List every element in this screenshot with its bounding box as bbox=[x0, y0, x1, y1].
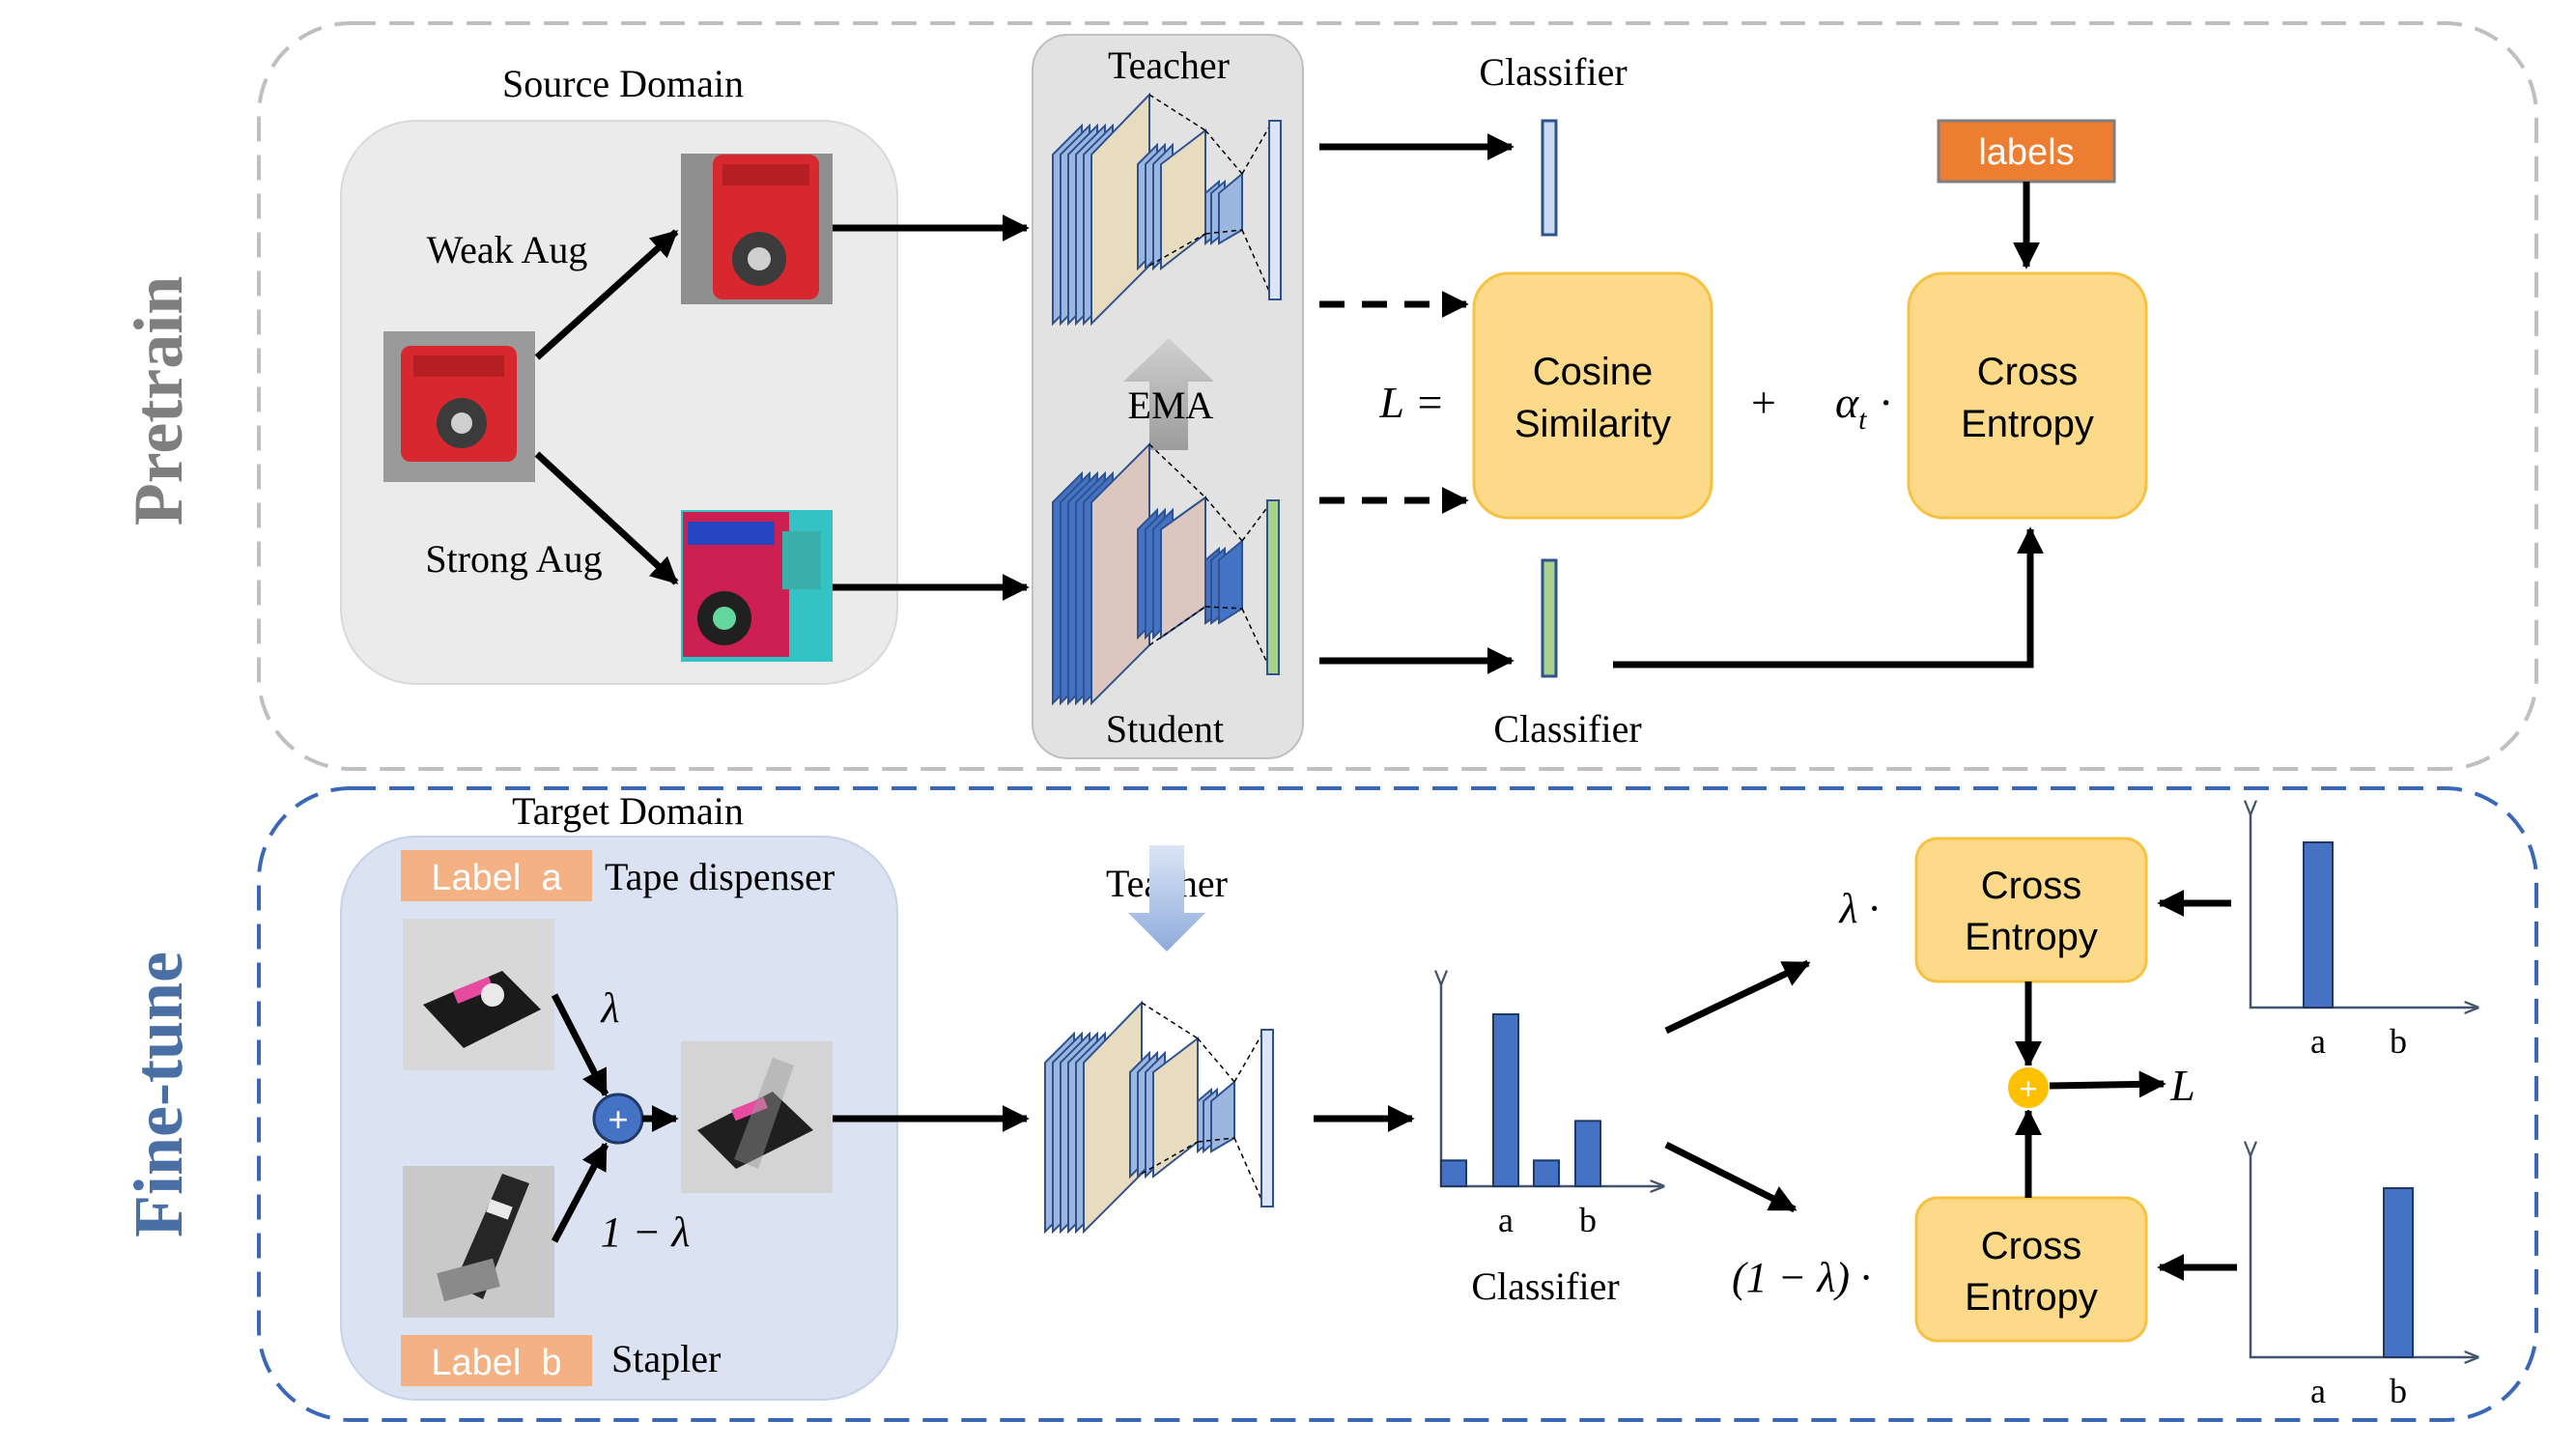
ema-arrow bbox=[1123, 338, 1214, 450]
target-domain-title: Target Domain bbox=[512, 789, 744, 833]
arrow-tape-to-mix bbox=[551, 993, 609, 1097]
stapler-image bbox=[403, 1166, 554, 1318]
finetune-ce-bottom-box bbox=[1914, 1196, 2148, 1343]
pretrain-section-label: Pretrain bbox=[120, 276, 197, 526]
mixed-image bbox=[681, 1041, 833, 1193]
label-b-hist-tick-label: b bbox=[2390, 1372, 2407, 1410]
label-a-name: Tape dispenser bbox=[605, 855, 835, 898]
finetune-section-label: Fine-tune bbox=[120, 952, 197, 1237]
teacher-init-arrow bbox=[1128, 845, 1205, 952]
arrow-student-classifier-to-ce bbox=[1613, 526, 2044, 668]
finetune-classifier-label: Classifier bbox=[1471, 1264, 1619, 1308]
label-a-tag bbox=[401, 850, 592, 901]
arrow-to-one-minus-lambda-branch bbox=[1664, 1141, 1798, 1213]
finetune-frame bbox=[257, 786, 2538, 1422]
student-classifier-vector bbox=[1541, 558, 1558, 678]
arrow-orig-to-weak bbox=[534, 229, 679, 360]
lambda-label: λ bbox=[599, 984, 619, 1032]
teacher-classifier-vector bbox=[1541, 119, 1558, 237]
teacher-title: Teacher bbox=[1108, 43, 1230, 87]
pretrain-frame bbox=[257, 21, 2538, 771]
label-b-hist-bar bbox=[2383, 1187, 2414, 1358]
strong-aug-label: Strong Aug bbox=[425, 537, 602, 581]
source-domain-title: Source Domain bbox=[502, 62, 744, 105]
cosine-line1: Cosine bbox=[1533, 351, 1654, 393]
student-title: Student bbox=[1106, 707, 1224, 751]
lambda-dot-label: λ · bbox=[1837, 885, 1879, 932]
label-b-hist-tick-label: a bbox=[2310, 1372, 2326, 1410]
one-minus-lambda-label: 1 − λ bbox=[601, 1208, 691, 1256]
teacher-network bbox=[1052, 92, 1282, 327]
arrow-sum-to-loss bbox=[2049, 1070, 2166, 1098]
label-b-tag-text: Label b bbox=[431, 1343, 561, 1383]
pretrain-ce-line2: Entropy bbox=[1961, 403, 2094, 445]
loss-sum-symbol: + bbox=[2020, 1071, 2038, 1106]
arrow-to-lambda-branch bbox=[1664, 959, 1811, 1035]
one-minus-lambda-dot-label: (1 − λ) · bbox=[1732, 1254, 1871, 1301]
classifier-top-label: Classifier bbox=[1479, 50, 1627, 94]
loss-L-equals: L = bbox=[1378, 378, 1444, 427]
label-a-hist-tick-label: a bbox=[2310, 1022, 2326, 1061]
finetune-ce-top-line2: Entropy bbox=[1965, 916, 2098, 958]
strong-aug-image bbox=[681, 510, 833, 662]
label-a-hist-axes bbox=[2250, 813, 2477, 1008]
weak-aug-image bbox=[681, 154, 833, 304]
classifier-bottom-label: Classifier bbox=[1493, 707, 1641, 751]
alpha-dot: · bbox=[1879, 378, 1893, 427]
labels-box bbox=[1937, 119, 2116, 184]
source-image-original bbox=[383, 331, 535, 482]
classifier-hist-axes bbox=[1441, 983, 1663, 1186]
classifier-hist-tick-label: a bbox=[1498, 1201, 1514, 1239]
weak-aug-label: Weak Aug bbox=[427, 228, 588, 271]
tape-dispenser-image bbox=[403, 919, 554, 1070]
label-a-hist-bar bbox=[2303, 841, 2334, 1009]
finetune-ce-top-line1: Cross bbox=[1981, 865, 2081, 907]
student-network bbox=[1052, 441, 1280, 706]
classifier-hist-tick-label: b bbox=[1579, 1201, 1597, 1239]
cosine-similarity-box bbox=[1472, 271, 1713, 520]
label-a-hist-tick-label: b bbox=[2390, 1022, 2407, 1061]
label-a-tag-text: Label a bbox=[431, 858, 562, 898]
cosine-line2: Similarity bbox=[1514, 403, 1671, 445]
label-b-name: Stapler bbox=[611, 1337, 721, 1380]
finetune-network bbox=[1044, 1000, 1274, 1235]
finetune-loss-L: L bbox=[2169, 1061, 2195, 1110]
loss-plus: + bbox=[1751, 378, 1776, 427]
labels-text: labels bbox=[1978, 132, 2074, 173]
ema-label: EMA bbox=[1128, 384, 1214, 427]
arrow-orig-to-strong bbox=[534, 451, 679, 585]
classifier-hist-bar bbox=[1492, 1013, 1519, 1187]
finetune-ce-bottom-line2: Entropy bbox=[1965, 1276, 2098, 1319]
pretrain-cross-entropy-box bbox=[1907, 271, 2148, 520]
loss-sum-icon bbox=[2006, 1065, 2051, 1110]
label-b-tag bbox=[401, 1335, 592, 1386]
arrow-stapler-to-mix bbox=[551, 1142, 609, 1243]
mixup-plus-symbol: + bbox=[608, 1099, 628, 1139]
classifier-hist-bar bbox=[1440, 1159, 1467, 1188]
classifier-hist-bar bbox=[1533, 1159, 1560, 1188]
alpha-symbol: αt bbox=[1835, 378, 1867, 436]
pretrain-ce-line1: Cross bbox=[1977, 351, 2078, 393]
finetune-ce-top-box bbox=[1914, 837, 2148, 983]
label-b-hist-axes bbox=[2250, 1154, 2477, 1357]
classifier-hist-bar bbox=[1574, 1120, 1601, 1187]
finetune-ce-bottom-line1: Cross bbox=[1981, 1225, 2081, 1267]
